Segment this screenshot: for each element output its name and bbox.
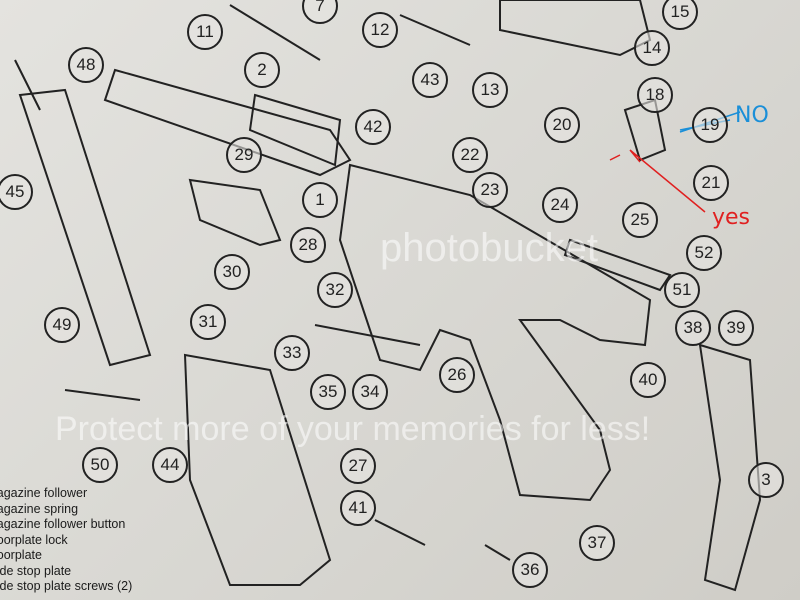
- watermark-logo: photobucket: [380, 226, 598, 270]
- legend-item: loorplate lock: [0, 532, 68, 547]
- callout-36: 36: [512, 552, 548, 588]
- callout-29: 29: [226, 137, 262, 173]
- callout-52: 52: [686, 235, 722, 271]
- part-pin-41: [374, 519, 426, 546]
- part-sear-29: [188, 178, 282, 247]
- callout-43: 43: [412, 62, 448, 98]
- callout-44: 44: [152, 447, 188, 483]
- callout-18: 18: [637, 77, 673, 113]
- callout-35: 35: [310, 374, 346, 410]
- part-barrel-shroud: [248, 93, 342, 167]
- callout-51: 51: [664, 272, 700, 308]
- callout-50: 50: [82, 447, 118, 483]
- watermark-slogan: Protect more of your memories for less!: [55, 410, 651, 448]
- annotation-yes-lines: [609, 149, 706, 213]
- legend-item: lagazine follower: [0, 486, 88, 500]
- part-mainspring: [14, 59, 41, 111]
- legend-item: lide stop plate: [0, 563, 72, 578]
- part-barrel: [103, 68, 352, 177]
- legend-item: lide stop plate screws (2): [0, 579, 133, 593]
- callout-24: 24: [542, 187, 578, 223]
- callout-40: 40: [630, 362, 666, 398]
- part-follower-50: [64, 389, 141, 401]
- callout-23: 23: [472, 172, 508, 208]
- callout-42: 42: [355, 109, 391, 145]
- callout-20: 20: [544, 107, 580, 143]
- callout-27: 27: [340, 448, 376, 484]
- callout-31: 31: [190, 304, 226, 340]
- callout-22: 22: [452, 137, 488, 173]
- callout-37: 37: [579, 525, 615, 561]
- callout-3: 3: [748, 462, 784, 498]
- part-plate-52: [563, 238, 672, 292]
- callout-38: 38: [675, 310, 711, 346]
- part-grip: [183, 353, 332, 586]
- part-grip-frame: [698, 343, 762, 592]
- callout-30: 30: [214, 254, 250, 290]
- callout-11: 11: [187, 14, 223, 50]
- callout-48: 48: [68, 47, 104, 83]
- callout-33: 33: [274, 335, 310, 371]
- callout-32: 32: [317, 272, 353, 308]
- callout-14: 14: [634, 30, 670, 66]
- part-spring-11: [229, 4, 321, 61]
- callout-25: 25: [622, 202, 658, 238]
- callout-41: 41: [340, 490, 376, 526]
- part-frame: [338, 163, 652, 502]
- callout-15: 15: [662, 0, 698, 30]
- legend-item: loorplate: [0, 548, 42, 562]
- callout-49: 49: [44, 307, 80, 343]
- part-pin-12: [399, 14, 471, 46]
- callout-45: 45: [0, 174, 33, 210]
- part-slide: [499, 0, 652, 57]
- callout-1: 1: [302, 182, 338, 218]
- callout-39: 39: [718, 310, 754, 346]
- part-pin-36: [484, 544, 511, 561]
- callout-28: 28: [290, 227, 326, 263]
- part-trigger-bar-33: [314, 324, 421, 346]
- annotation-no: NO: [735, 103, 769, 128]
- callout-2: 2: [244, 52, 280, 88]
- callout-19: 19: [692, 107, 728, 143]
- callout-26: 26: [439, 357, 475, 393]
- legend-item: lagazine follower button: [0, 517, 126, 531]
- part-magazine: [18, 88, 152, 367]
- annotation-yes: yes: [712, 205, 751, 230]
- callout-21: 21: [693, 165, 729, 201]
- callout-13: 13: [472, 72, 508, 108]
- parts-legend: lagazine follower lagazine spring lagazi…: [0, 486, 132, 595]
- legend-item: lagazine spring: [0, 501, 79, 516]
- callout-34: 34: [352, 374, 388, 410]
- callout-12: 12: [362, 12, 398, 48]
